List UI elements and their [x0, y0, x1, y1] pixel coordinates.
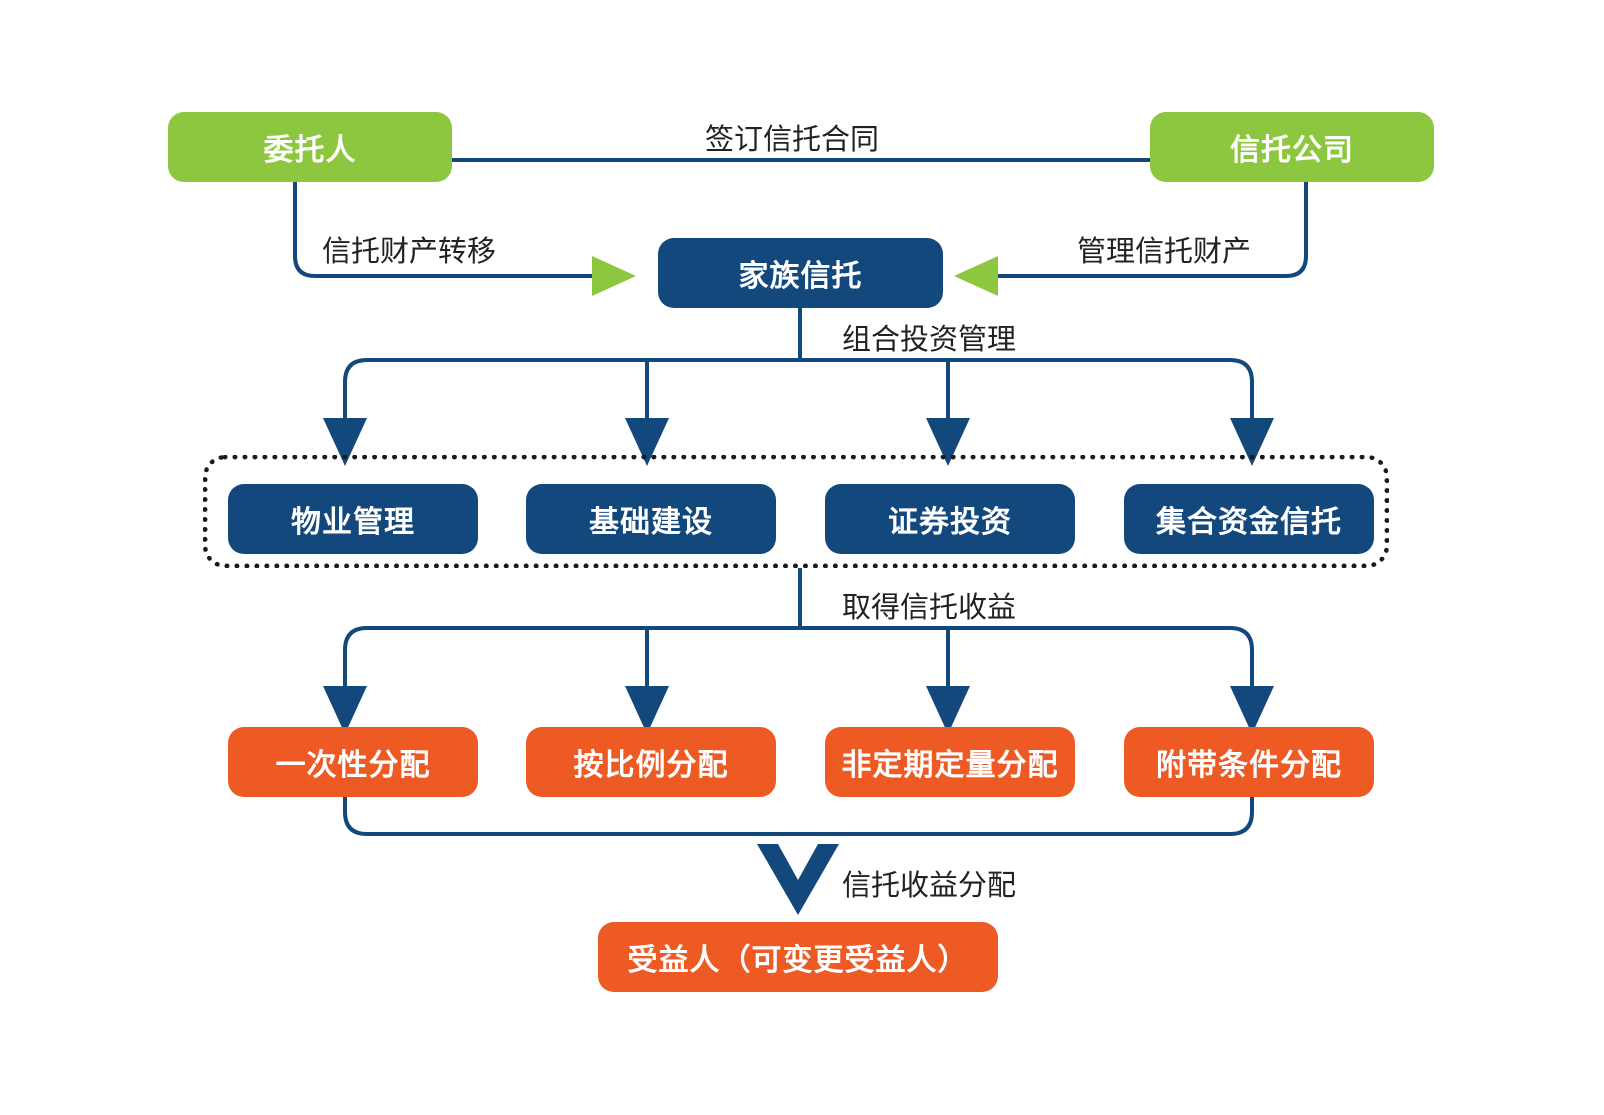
invest-arrow-1	[323, 418, 367, 466]
family-trust-node: 家族信托	[658, 238, 943, 308]
income-arrow-4	[1230, 686, 1274, 734]
distribution-node: 按比例分配	[526, 727, 776, 797]
beneficiary-node: 受益人（可变更受益人）	[598, 922, 998, 992]
income-bus	[343, 626, 1254, 688]
obtain-income-label: 取得信托收益	[842, 590, 1017, 624]
invest-arrow-3	[926, 418, 970, 466]
manage-property-label: 管理信托财产	[1077, 234, 1252, 268]
investment-group	[203, 455, 1389, 568]
distribute-income-label: 信托收益分配	[842, 868, 1017, 902]
investment-node: 基础建设	[526, 484, 776, 554]
transfer-property-label: 信托财产转移	[322, 234, 497, 268]
investment-node: 集合资金信托	[1124, 484, 1374, 554]
distribution-node: 非定期定量分配	[825, 727, 1075, 797]
investment-node: 证券投资	[825, 484, 1075, 554]
manage-line	[990, 180, 1308, 278]
sign-contract-label: 签订信托合同	[705, 122, 880, 156]
distribution-node: 一次性分配	[228, 727, 478, 797]
settlor-node: 委托人	[168, 112, 452, 182]
transfer-arrow	[592, 256, 636, 296]
transfer-line	[293, 180, 600, 278]
trust-company-node: 信托公司	[1150, 112, 1434, 182]
invest-arrow-2	[625, 418, 669, 466]
portfolio-management-label: 组合投资管理	[842, 322, 1017, 356]
beneficiary-chevron	[757, 844, 839, 915]
collect-bracket	[343, 790, 1254, 836]
manage-arrow	[954, 256, 998, 296]
income-arrow-1	[323, 686, 367, 734]
income-arrow-2	[625, 686, 669, 734]
invest-arrow-4	[1230, 418, 1274, 466]
distribution-node: 附带条件分配	[1124, 727, 1374, 797]
income-arrow-3	[926, 686, 970, 734]
invest-bus	[343, 358, 1254, 420]
investment-node: 物业管理	[228, 484, 478, 554]
